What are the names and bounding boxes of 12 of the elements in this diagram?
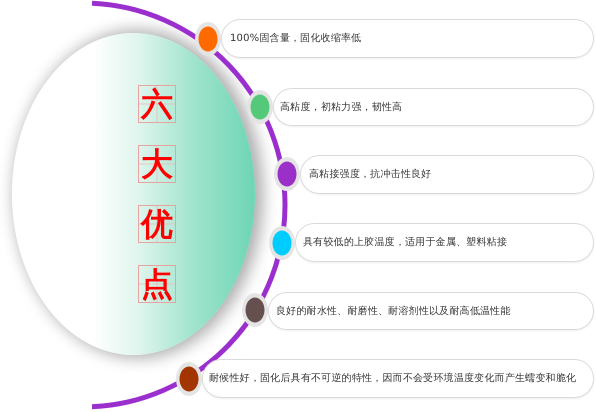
feature-text: 高粘接强度，抗冲击性良好 [309,168,432,181]
pill-card [295,223,594,262]
feature-text: 良好的耐水性、耐磨性、耐溶剂性以及耐高低温性能 [276,305,511,318]
pill-card [273,88,594,126]
pill-card [268,292,594,330]
pill-card [300,155,594,194]
pill-card [202,359,594,398]
pill-card [221,19,594,58]
feature-text: 耐候性好，固化后具有不可逆的特性，因而不会受环境温度变化而产生蠕变和脆化 [209,372,576,385]
feature-text: 100%固含量，固化收缩率低 [230,32,362,45]
feature-text: 高粘度，初粘力强，韧性高 [280,101,402,114]
feature-text: 具有较低的上胶温度，适用于金属、塑料粘接 [303,236,507,249]
